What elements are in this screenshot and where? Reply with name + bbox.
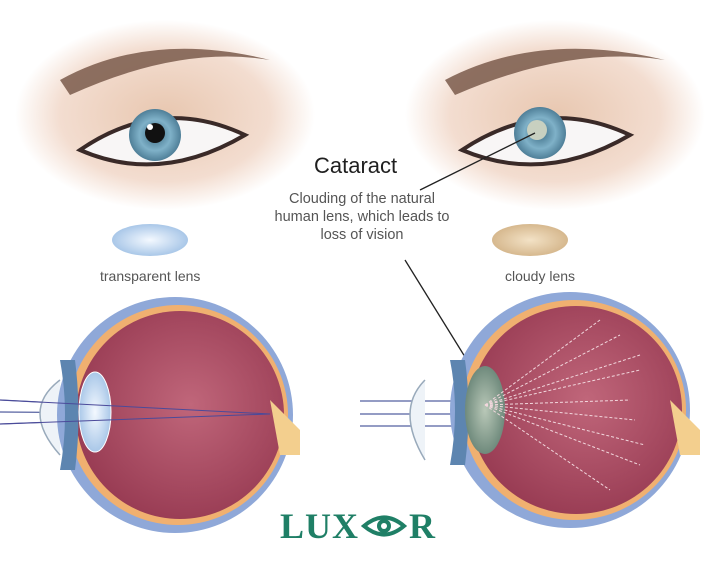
pointer-line-photo — [419, 132, 536, 191]
cloudy-lens-icon — [492, 224, 568, 256]
description-line-3: loss of vision — [320, 227, 404, 243]
description-line-1: Clouding of the natural — [289, 191, 435, 207]
logo-text-prefix: LUX — [280, 506, 360, 546]
cataract-eye-cross-section — [360, 292, 700, 528]
luxor-logo: LUX R — [280, 505, 436, 547]
cataract-description: Clouding of the natural human lens, whic… — [262, 190, 462, 244]
transparent-lens-icon — [112, 224, 188, 256]
logo-text-suffix: R — [409, 506, 437, 546]
description-line-2: human lens, which leads to — [274, 209, 450, 225]
transparent-lens-label: transparent lens — [100, 268, 201, 284]
eye-in-hands-icon — [361, 515, 408, 537]
pointer-line-lens — [404, 259, 471, 366]
healthy-eye-photo — [15, 20, 315, 210]
healthy-eye-cross-section — [0, 297, 300, 533]
cataract-eye-photo — [405, 20, 705, 210]
diagram-title: Cataract — [314, 153, 398, 178]
cloudy-lens-label: cloudy lens — [505, 268, 576, 284]
